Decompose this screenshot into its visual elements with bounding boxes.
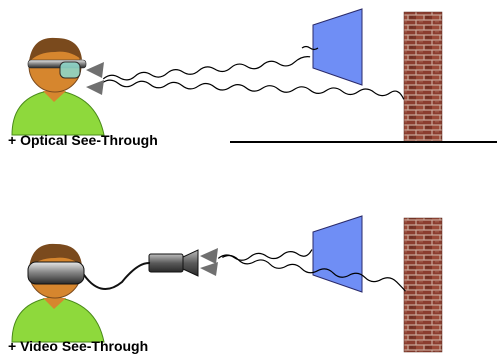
camera-icon (149, 250, 198, 276)
projector-icon (313, 9, 362, 85)
arrow-head (86, 62, 104, 78)
camera-cable (82, 263, 150, 289)
headset-icon (28, 262, 84, 284)
arrow-head (200, 248, 218, 264)
brick-wall-icon (404, 12, 442, 142)
video-panel (12, 216, 442, 352)
optical-caption: + Optical See-Through (8, 133, 158, 147)
brick-wall-icon (404, 218, 442, 352)
video-caption: + Video See-Through (8, 339, 148, 353)
projector-icon (313, 216, 362, 292)
arrow-head (86, 80, 104, 95)
optical-panel (12, 9, 497, 142)
arrow-head (200, 262, 218, 276)
person-icon (12, 244, 104, 342)
